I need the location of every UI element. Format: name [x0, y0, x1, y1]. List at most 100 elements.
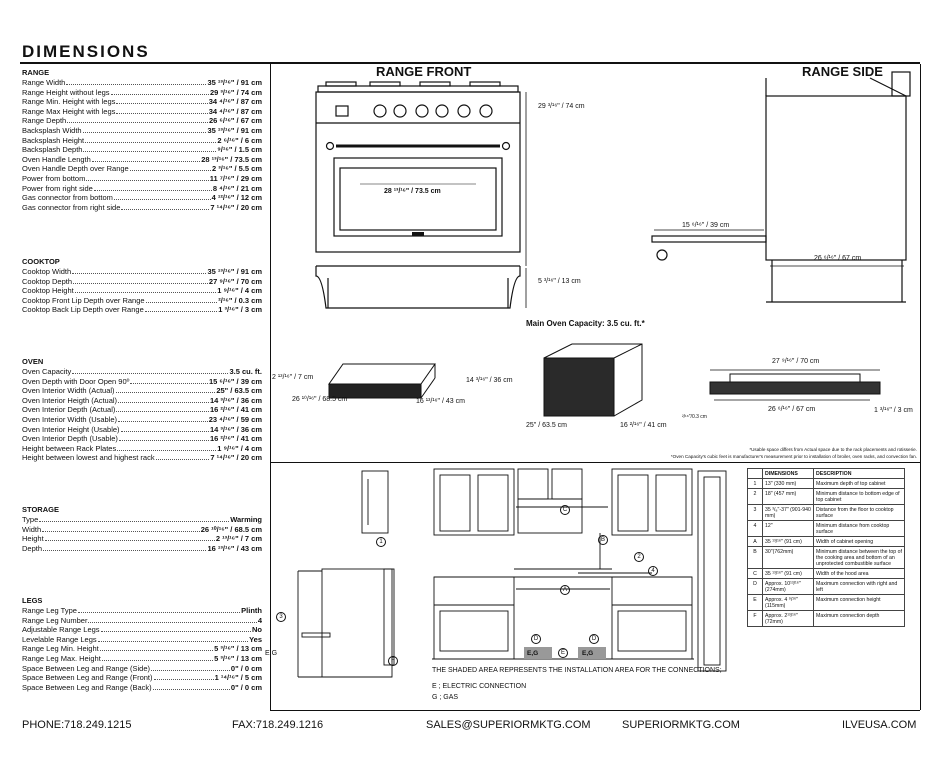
footer-site-superior[interactable]: SUPERIORMKTG.COM [622, 719, 740, 731]
spec-value: 25" / 63.5 cm [216, 386, 262, 396]
leader-dots [153, 679, 214, 681]
table-cell-dim: Approx. 10¹³/¹⁶" (274mm) [762, 578, 814, 595]
spec-value: 16 ¹³/¹⁶" / 43 cm [207, 543, 262, 553]
door-open-label: 15 ⁶/¹⁶" / 39 cm [682, 222, 730, 229]
spec-value: 4 ¹²/¹⁶" / 12 cm [211, 193, 262, 203]
spec-label: Gas connector from bottom [22, 193, 113, 203]
table-cell-dim: 35 ¹³/¹⁶" (91 cm) [762, 536, 814, 547]
shaded-area-left [524, 647, 552, 659]
spec-row: Oven Interior Width (Usable)23 ⁴/¹⁶" / 5… [22, 415, 262, 425]
spec-value: Plinth [241, 606, 262, 615]
leader-dots [91, 160, 201, 162]
spec-value: 26 ¹⁰/¹⁶" / 68.5 cm [200, 524, 262, 534]
cavity-width-label: 25" / 63.5 cm [526, 422, 568, 429]
table-cell-id: D [747, 578, 763, 595]
table-cell-desc: Width of cabinet opening [813, 536, 905, 547]
spec-label: Oven Interior Depth (Actual) [22, 405, 116, 415]
spec-label: Adjustable Range Legs [22, 625, 100, 635]
left-panel-divider [270, 64, 271, 710]
table-cell-desc: Minimum distance to bottom edge of top c… [813, 488, 905, 505]
cooktop-side-drawing [709, 369, 881, 401]
marker-1: 1 [376, 537, 386, 547]
marker-f: F [388, 656, 398, 666]
footer-site-ilve[interactable]: ILVEUSA.COM [842, 719, 917, 731]
cooktop-lip-label: ²/¹⁶"/0.3 cm [682, 414, 707, 420]
table-cell-id: E [747, 594, 763, 611]
leader-dots [43, 549, 207, 551]
footer-email[interactable]: SALES@SUPERIORMKTG.COM [426, 719, 591, 731]
spec-label: Oven Interior Width (Actual) [22, 386, 115, 396]
spec-label: Oven Interior Height (Usable) [22, 424, 120, 434]
cooktop-range-depth-label: 26 ⁶/¹⁶" / 67 cm [768, 406, 816, 413]
table-cell-dim: 13" (330 mm) [762, 478, 814, 489]
leader-dots [83, 151, 217, 153]
spec-value: 35 ¹³/¹⁶" / 91 cm [207, 78, 262, 87]
legs-heading: LEGS [22, 596, 43, 605]
drawer-width-label: 26 ¹⁰/¹⁶" / 68.5 cm [292, 396, 348, 403]
shaded-area-note: THE SHADED AREA REPRESENTS THE INSTALLAT… [432, 667, 722, 674]
spec-label: Cooktop Width [22, 267, 72, 276]
spec-value: 14 ³/¹⁶" / 36 cm [209, 395, 262, 405]
spec-value: 0" / 0 cm [230, 682, 262, 692]
leader-dots [118, 440, 209, 442]
marker-e: E [558, 648, 568, 658]
leader-dots [93, 189, 212, 191]
base-cabinet-right [611, 576, 693, 660]
spec-value: Warming [230, 515, 262, 524]
spec-value: 23 ⁴/¹⁶" / 59 cm [208, 414, 262, 424]
spec-label: Range Leg Type [22, 606, 77, 615]
upper-cabinet-right [611, 468, 693, 536]
spec-label: Cooktop Height [22, 286, 74, 296]
spec-label: Width [22, 524, 42, 534]
spec-label: Oven Capacity [22, 367, 72, 376]
spec-row: Depth 16 ¹³/¹⁶" / 43 cm [22, 544, 262, 554]
table-cell-id: 4 [747, 520, 763, 537]
leader-dots [67, 122, 208, 124]
table-cell-id: A [747, 536, 763, 547]
table-cell-id: B [747, 546, 763, 569]
side-range [321, 568, 393, 678]
table-cell-desc: Width of the hood area [813, 568, 905, 579]
side-body [765, 95, 907, 261]
table-cell-id: 1 [747, 478, 763, 489]
cooktop-grates [317, 85, 519, 93]
spec-row: Oven Interior Depth (Actual)16 ²/¹⁶" / 4… [22, 405, 262, 415]
spec-row: Range Leg Type Plinth [22, 606, 262, 616]
range-body [315, 91, 521, 253]
leader-dots [118, 420, 208, 422]
range-heading: RANGE [22, 68, 50, 77]
table-cell-desc: Minimum distance between the top of the … [813, 546, 905, 569]
spec-value: No [252, 625, 262, 635]
spec-value: 0" / 0 cm [230, 663, 262, 673]
table-cell-desc: Minimum distance from cooktop surface [813, 520, 905, 537]
leader-dots [113, 199, 211, 201]
table-cell-dim: Approx. 4 ⁹/¹⁶" (115mm) [762, 594, 814, 611]
leader-dots [115, 392, 216, 394]
spec-value: 11 ⁷/¹⁶" / 29 cm [209, 173, 262, 183]
spec-value: 15 ⁶/¹⁶" / 39 cm [209, 376, 262, 386]
spec-label: Range Leg Max. Height [22, 653, 101, 663]
knob-5 [457, 104, 471, 118]
table-cell-id: F [747, 610, 763, 627]
leader-dots [44, 540, 215, 542]
page-title: DIMENSIONS [22, 42, 150, 61]
spec-value: 34 ⁴/¹⁶" / 87 cm [208, 106, 262, 116]
knob-2 [393, 104, 407, 118]
spec-label: Depth [22, 543, 43, 553]
